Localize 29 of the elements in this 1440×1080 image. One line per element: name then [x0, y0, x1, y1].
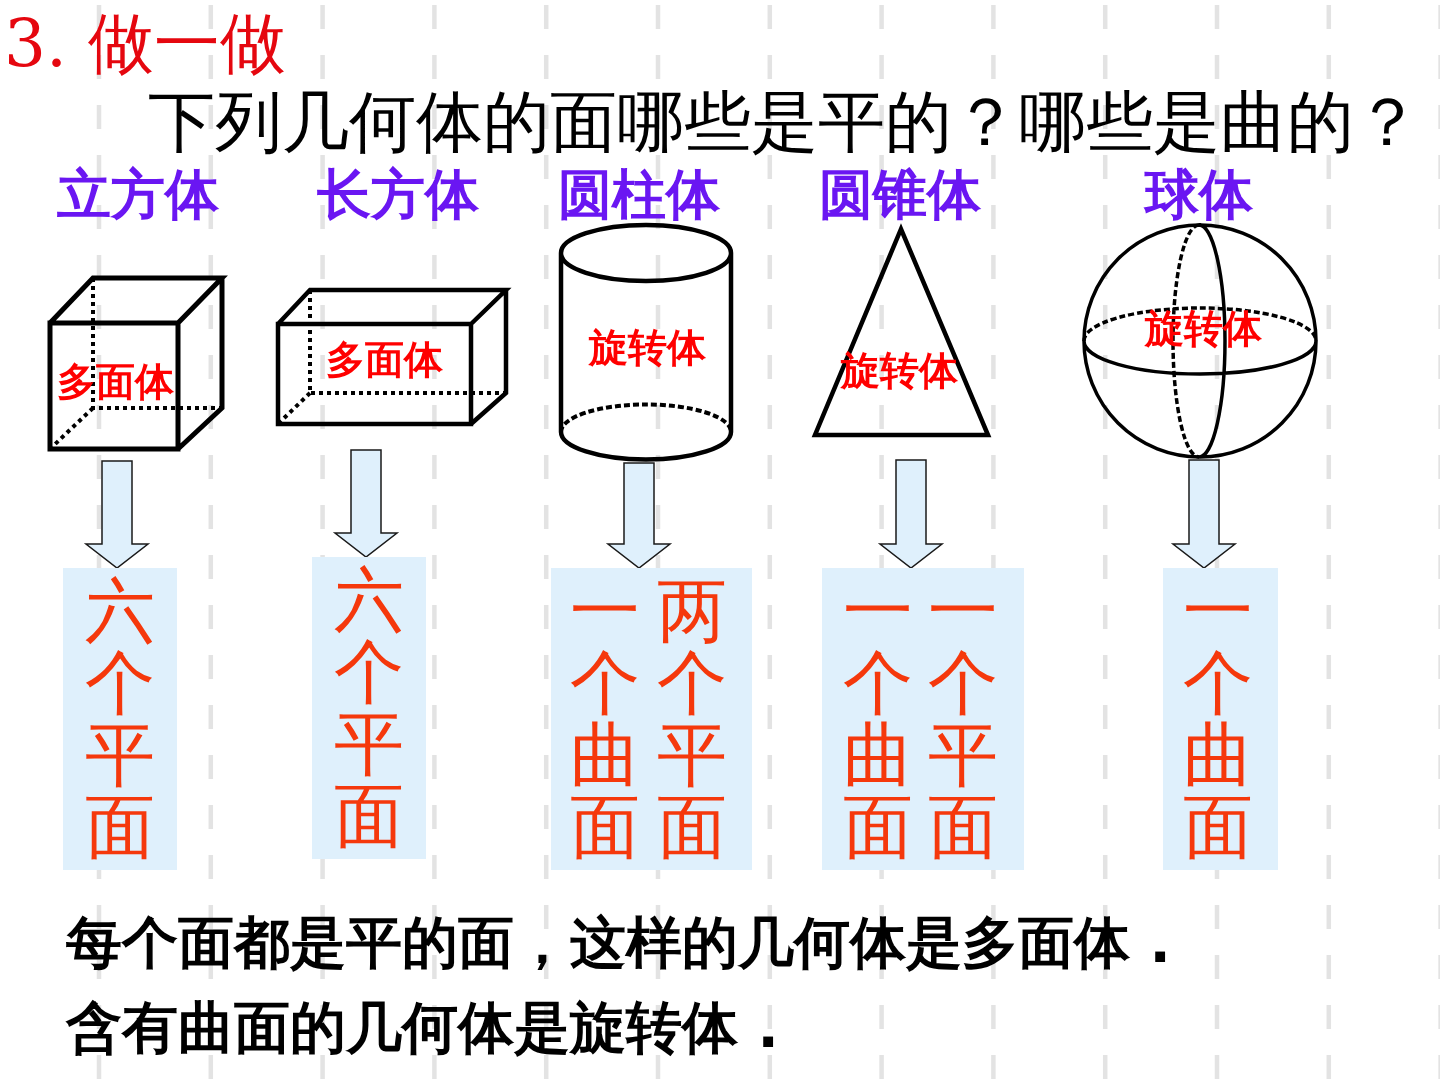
block-arrow: [877, 459, 945, 569]
block-arrow: [332, 449, 400, 558]
face-count-text: 一个曲面: [1182, 575, 1254, 863]
category-label: 多面体: [325, 339, 443, 379]
face-count-text: 两个平面: [656, 575, 728, 863]
face-count-text: 一个曲面: [842, 575, 914, 863]
answer-panel: [63, 568, 177, 870]
face-count-text: 一个曲面: [569, 575, 641, 863]
question-text: 下列几何体的面哪些是平的？哪些是曲的？: [148, 88, 1421, 156]
solid-name: 球体: [1145, 168, 1253, 222]
conclusion-text: 含有曲面的几何体是旋转体 .: [66, 1000, 779, 1056]
block-arrow: [605, 462, 673, 569]
answer-panel: [312, 557, 426, 859]
category-label: 旋转体: [588, 327, 706, 367]
solid-name: 立方体: [57, 168, 219, 222]
solid-name: 圆锥体: [819, 168, 981, 222]
face-count-text: 一个平面: [927, 575, 999, 863]
block-arrow: [1170, 459, 1238, 569]
answer-panel: [822, 568, 1024, 870]
block-arrow: [83, 460, 151, 569]
conclusion-text: 每个面都是平的面，这样的几何体是多面体 .: [66, 915, 1171, 971]
solid-name: 长方体: [317, 168, 479, 222]
answer-panel: [551, 568, 752, 870]
category-label: 多面体: [56, 361, 174, 401]
face-count-text: 六个平面: [84, 575, 156, 863]
answer-panel: [1163, 568, 1278, 870]
face-count-text: 六个平面: [333, 564, 405, 852]
slide-title: 3. 做一做: [4, 11, 286, 77]
solid-name: 圆柱体: [558, 168, 720, 222]
